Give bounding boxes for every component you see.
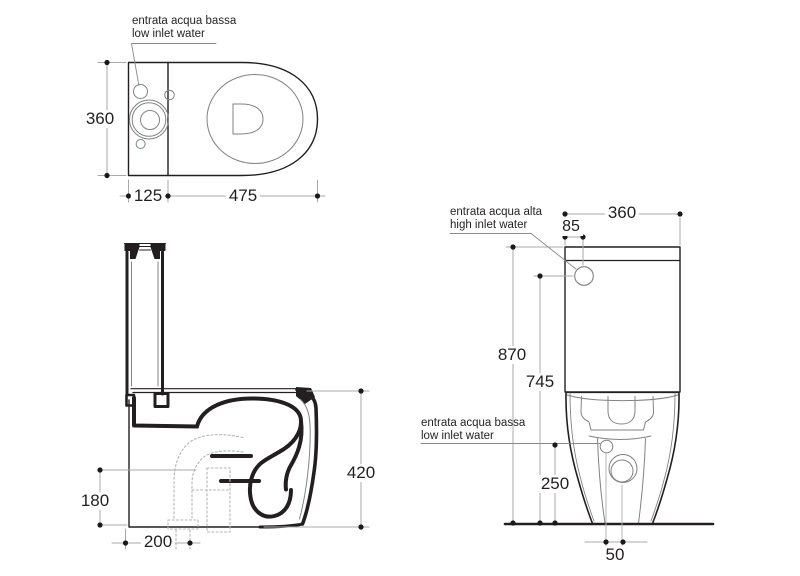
label-line-italian: entrata acqua bassa	[421, 417, 526, 429]
top-view-dimensions	[97, 62, 326, 203]
side-section-view	[97, 243, 370, 550]
cistern-fittings	[129, 84, 175, 149]
dim-rim-height-420: 420	[343, 464, 379, 482]
bowl-outer-inner-line	[299, 398, 311, 520]
low-inlet-hole	[133, 84, 148, 99]
hinge-section-right	[153, 392, 170, 408]
bowl-outer-left	[565, 392, 594, 525]
dim-inlet-offset-85: 85	[559, 218, 583, 236]
dim-cistern-125: 125	[130, 187, 166, 205]
drain-inner-circle	[610, 459, 634, 483]
front-dimension-dots	[510, 211, 683, 545]
drain-hidden-outline	[167, 434, 244, 550]
bowl-rim-curve	[566, 394, 679, 402]
section-dimensions	[99, 390, 370, 550]
trap-housing-sides	[597, 438, 646, 524]
dim-width-360: 360	[604, 204, 640, 222]
high-inlet-leader	[449, 233, 577, 270]
lid-slot-lines	[139, 246, 151, 251]
label-line-italian: entrata acqua bassa	[132, 15, 237, 27]
top-view-low-inlet-label: entrata acqua bassa low inlet water	[132, 15, 236, 40]
dim-bowl-475: 475	[225, 187, 261, 205]
cistern-walls-section	[125, 250, 164, 396]
front-view-high-inlet-label: entrata acqua alta high inlet water	[450, 206, 542, 231]
bowl-water-surface	[232, 103, 264, 135]
dim-outlet-offset-50: 50	[602, 546, 628, 564]
bowl-back-shield	[580, 396, 654, 431]
cistern-bottom-band	[132, 396, 199, 429]
dim-outlet-distance-200: 200	[140, 533, 176, 551]
label-line-english: low inlet water	[132, 27, 205, 40]
dim-outlet-height-180: 180	[77, 492, 113, 510]
dim-low-inlet-250: 250	[537, 475, 573, 493]
low-inlet-hole-front	[599, 439, 614, 454]
bowl-outer-right	[651, 392, 680, 525]
seat-opening	[206, 74, 304, 164]
flush-button-ring	[131, 102, 167, 137]
top-view	[97, 43, 326, 203]
cistern-cap-left	[124, 243, 140, 259]
dim-total-height-870: 870	[494, 346, 530, 364]
trap-housing-arc	[588, 435, 652, 440]
flush-button-outer	[129, 99, 169, 140]
bowl-inner-section	[195, 396, 303, 519]
label-line-italian: entrata acqua alta	[450, 206, 543, 218]
front-view-low-inlet-label: entrata acqua bassa low inlet water	[421, 417, 525, 442]
bowl-wall-inner-left	[569, 392, 595, 522]
front-leader-lines	[420, 233, 601, 444]
funnel-right-wall	[283, 419, 304, 492]
top-view-dimension-dots	[104, 59, 321, 199]
fixing-hole-top	[164, 89, 175, 101]
bowl-wall-inner-right	[650, 392, 676, 522]
bowl-outer-profile	[295, 387, 319, 526]
outlet-extension-lines	[605, 452, 623, 548]
section-dimension-dots	[97, 388, 364, 546]
front-view	[420, 211, 715, 548]
dim-depth-360: 360	[82, 110, 118, 128]
body-base-outline	[128, 399, 261, 528]
label-line-english: low inlet water	[421, 429, 494, 442]
cistern-cap-right	[150, 243, 166, 259]
flush-button-inner	[140, 110, 160, 130]
label-line-english: high inlet water	[450, 218, 528, 231]
cistern-front	[564, 246, 681, 393]
high-inlet-hole	[574, 266, 594, 286]
seat-lines	[130, 388, 299, 394]
fixing-hole-bottom	[135, 139, 146, 149]
flush-valve-arch	[607, 396, 636, 425]
cistern-inner-walls	[131, 261, 159, 387]
dim-high-inlet-745: 745	[522, 373, 558, 391]
low-inlet-leader-line	[131, 43, 217, 86]
toilet-plan-outline	[127, 61, 319, 177]
drain-outer-circle	[608, 454, 638, 483]
